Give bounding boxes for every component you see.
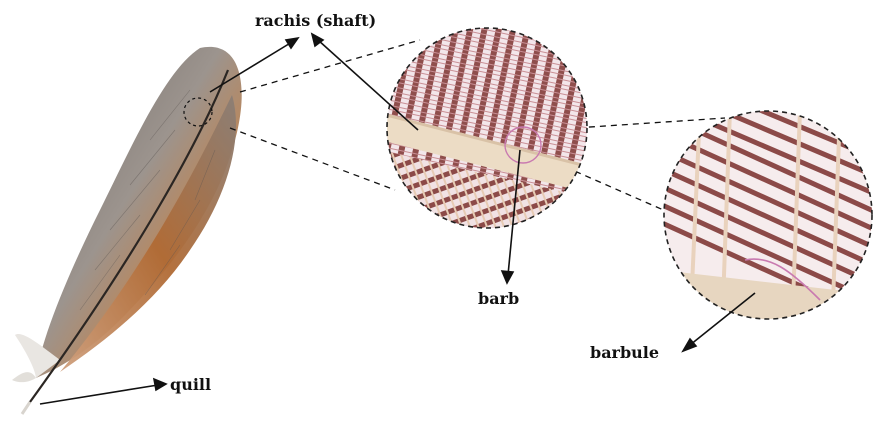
quill-tip [22,402,30,414]
label-barbule: barbule [590,343,659,362]
feather-illustration [12,47,242,414]
label-rachis: rachis (shaft) [255,11,376,30]
label-barb: barb [478,289,519,308]
label-quill: quill [170,375,211,394]
zoom-circle-barbules [660,110,874,330]
zoom-circle-barbs [380,20,600,240]
